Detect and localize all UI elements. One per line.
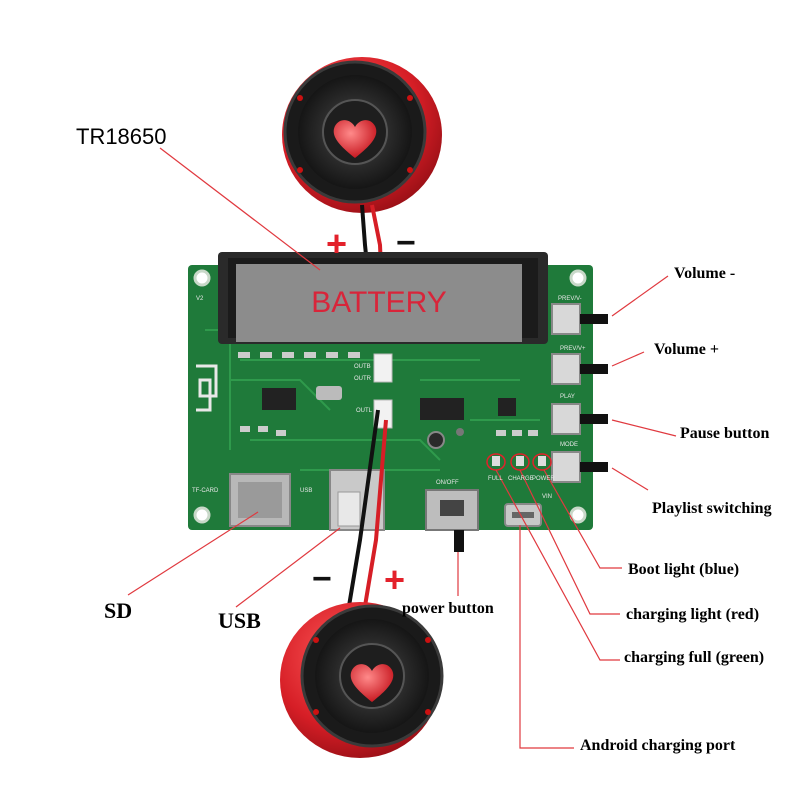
bottom-speaker-red-wire [362,419,388,613]
usb-label: USB [218,608,261,633]
boot-light-label: Boot light (blue) [628,561,740,578]
charging-full-label: charging full (green) [624,649,765,666]
leader-lines [127,147,677,749]
volume-plus-button[interactable] [551,353,608,385]
bottom-speaker-black-wire [346,409,380,613]
board-mark-vin: VIN [542,494,552,500]
android-charging-port [504,503,542,527]
board-mark-play: PLAY [560,394,575,400]
android-charging-port-label: Android charging port [580,737,736,754]
charging-light-label: charging light (red) [626,606,760,623]
board-mark-mode: MODE [560,442,578,448]
board-mark-outb: OUTB [354,364,371,370]
board-mark-on-off: ON/OFF [436,480,459,486]
board-mark-usb: USB [300,488,312,494]
pause-button-label: Pause button [680,425,770,442]
bottom-speaker [280,602,444,758]
board-mark-v2: V2 [196,296,204,302]
board-mark-outr: OUTR [354,376,372,382]
power-switch[interactable] [425,489,479,552]
playlist-switching-label: Playlist switching [652,500,772,517]
speaker-connector-outr [373,353,393,383]
board-mark-next: PREV/V+ [560,346,586,352]
board-mark-charge: CHARGE [508,476,534,482]
volume-plus-label: Volume + [654,341,719,358]
volume-minus-button[interactable] [551,303,608,335]
power-button-label: power button [402,600,494,617]
sd-label: SD [104,598,133,623]
top-speaker [282,57,442,213]
board-mark-prev: PREV/V- [558,296,582,302]
usb-port [329,469,385,531]
tf-card-slot [229,473,291,527]
board-mark-power: POWER [532,476,555,482]
top-minus-sign: − [396,224,416,262]
heart-icon [333,120,377,158]
bottom-minus-sign: − [312,560,332,598]
tr18650-label: TR18650 [76,124,167,149]
components [238,352,538,449]
bottom-plus-sign: + [384,559,405,600]
playlist-switching-button[interactable] [551,451,608,483]
battery-label: BATTERY [311,286,447,319]
battery [236,264,522,342]
wifi-antenna-icon [196,364,218,412]
top-plus-sign: + [326,223,347,264]
volume-minus-label: Volume - [674,265,736,282]
board-mark-full: FULL [488,476,503,482]
heart-icon [350,664,394,702]
pause-button[interactable] [551,403,608,435]
board-mark-outl: OUTL [356,408,373,414]
board-mark-tf-card: TF-CARD [192,488,219,494]
